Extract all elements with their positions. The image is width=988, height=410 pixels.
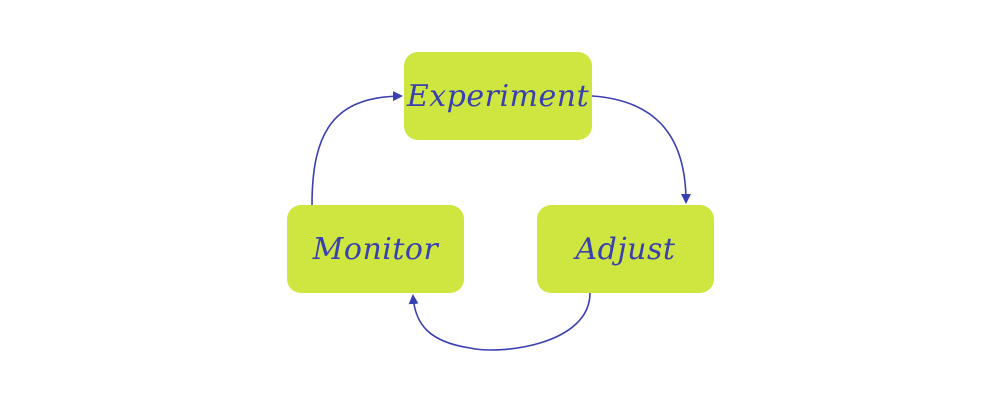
monitor-node: Monitor: [287, 205, 464, 293]
experiment-label: Experiment: [406, 78, 590, 114]
adjust-node: Adjust: [537, 205, 714, 293]
arrow-experiment-to-adjust: [591, 95, 691, 204]
arrow-adjust-to-monitor: [408, 292, 591, 351]
arrow-monitor-to-experiment: [311, 91, 403, 206]
monitor-label: Monitor: [312, 231, 439, 267]
adjust-label: Adjust: [575, 231, 676, 267]
experiment-node: Experiment: [404, 52, 592, 140]
